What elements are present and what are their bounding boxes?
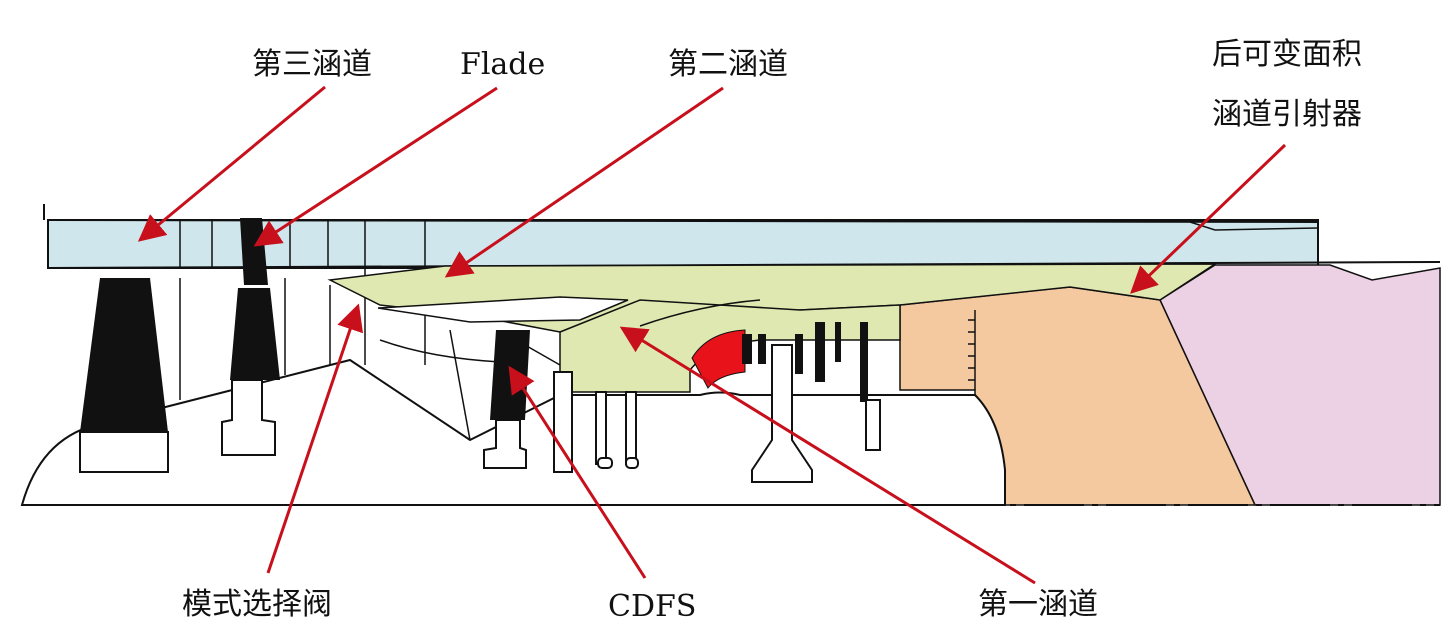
label-rvabi-line1: 后可变面积 (1212, 37, 1362, 72)
lp-turbine-shaft (865, 399, 881, 451)
label-third-bypass: 第三涵道 (252, 47, 372, 82)
core-duct-lines (379, 329, 561, 441)
third-bypass-duct (47, 219, 1319, 269)
label-flade: Flade (460, 47, 546, 82)
label-first-bypass: 第一涵道 (978, 587, 1098, 622)
cdfs-blade (490, 330, 530, 420)
fan-disk-1 (79, 431, 169, 473)
fan-stator-lines (179, 278, 331, 400)
callout-arrows (137, 85, 1287, 585)
label-mode-valve: 模式选择阀 (182, 587, 332, 622)
hp-turbine-disk (751, 344, 813, 483)
arrow-third-bypass (137, 85, 326, 242)
fan-disk-2 (221, 379, 276, 456)
cdfs-disk (483, 419, 527, 469)
compressor-discs (553, 371, 639, 473)
arrow-flade (253, 86, 498, 247)
combustor-scale (968, 310, 976, 390)
inner-splitter-curve (639, 299, 761, 327)
arrow-cdfs (508, 365, 647, 579)
turbine-blades (742, 322, 868, 402)
arrow-second-bypass (444, 86, 724, 278)
splitter (377, 296, 629, 323)
arrow-first-bypass (619, 326, 1036, 585)
label-cdfs: CDFS (608, 589, 697, 624)
fan-blade-2 (230, 288, 280, 380)
arrow-mode-valve (266, 303, 364, 574)
fan-blade-1 (80, 278, 168, 432)
arrow-rvabi (1130, 143, 1287, 294)
label-second-bypass: 第二涵道 (668, 47, 788, 82)
label-rvabi-line2: 涵道引射器 (1212, 97, 1362, 132)
rvabi-tail-line (1189, 221, 1319, 231)
